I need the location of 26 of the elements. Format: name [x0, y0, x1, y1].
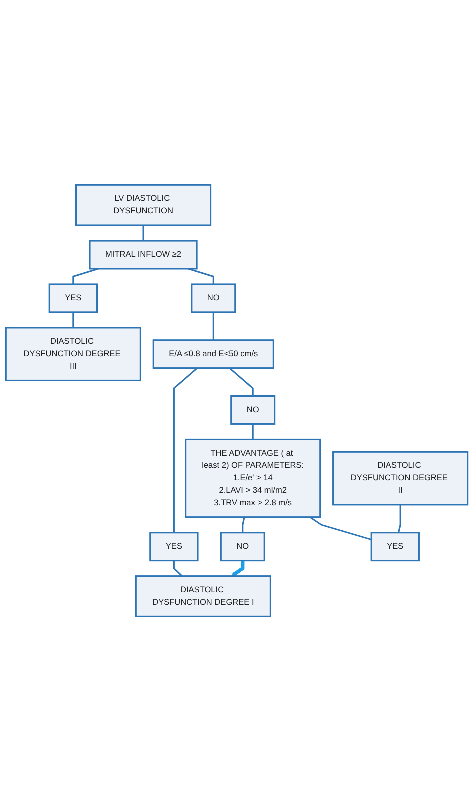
connector [229, 367, 254, 396]
node-box: YES [370, 532, 420, 562]
connector [188, 268, 214, 284]
connector [212, 312, 214, 340]
node-box: MITRAL INFLOW ≥2 [89, 240, 198, 270]
connector [252, 424, 254, 440]
connector [242, 516, 246, 532]
node-box: NO [230, 395, 276, 425]
node-box: NO [191, 283, 236, 313]
connector [398, 504, 402, 533]
node-box: DIASTOLIC DYSFUNCTION DEGREE II [332, 450, 469, 506]
node-box: NO [220, 532, 266, 562]
node-box: DIASTOLIC DYSFUNCTION DEGREE III [5, 326, 142, 382]
connector [173, 560, 183, 576]
connector [310, 516, 372, 540]
node-box: YES [48, 283, 98, 313]
connector [173, 367, 198, 532]
node-box: E/A ≤0.8 and E<50 cm/s [152, 339, 274, 369]
node-box: YES [150, 532, 199, 562]
arrow [232, 560, 245, 576]
connector [72, 268, 99, 284]
connector [142, 225, 144, 241]
node-box: LV DIASTOLIC DYSFUNCTION [75, 184, 212, 226]
node-box: THE ADVANTAGE ( at least 2) OF PARAMETERS: 1.E/e' > 14 2.LAVI > 34 ml/m2 3.TRV max > 2.8 m/s [185, 438, 322, 518]
connector [72, 312, 74, 328]
node-box: DIASTOLIC DYSFUNCTION DEGREE I [135, 575, 272, 618]
